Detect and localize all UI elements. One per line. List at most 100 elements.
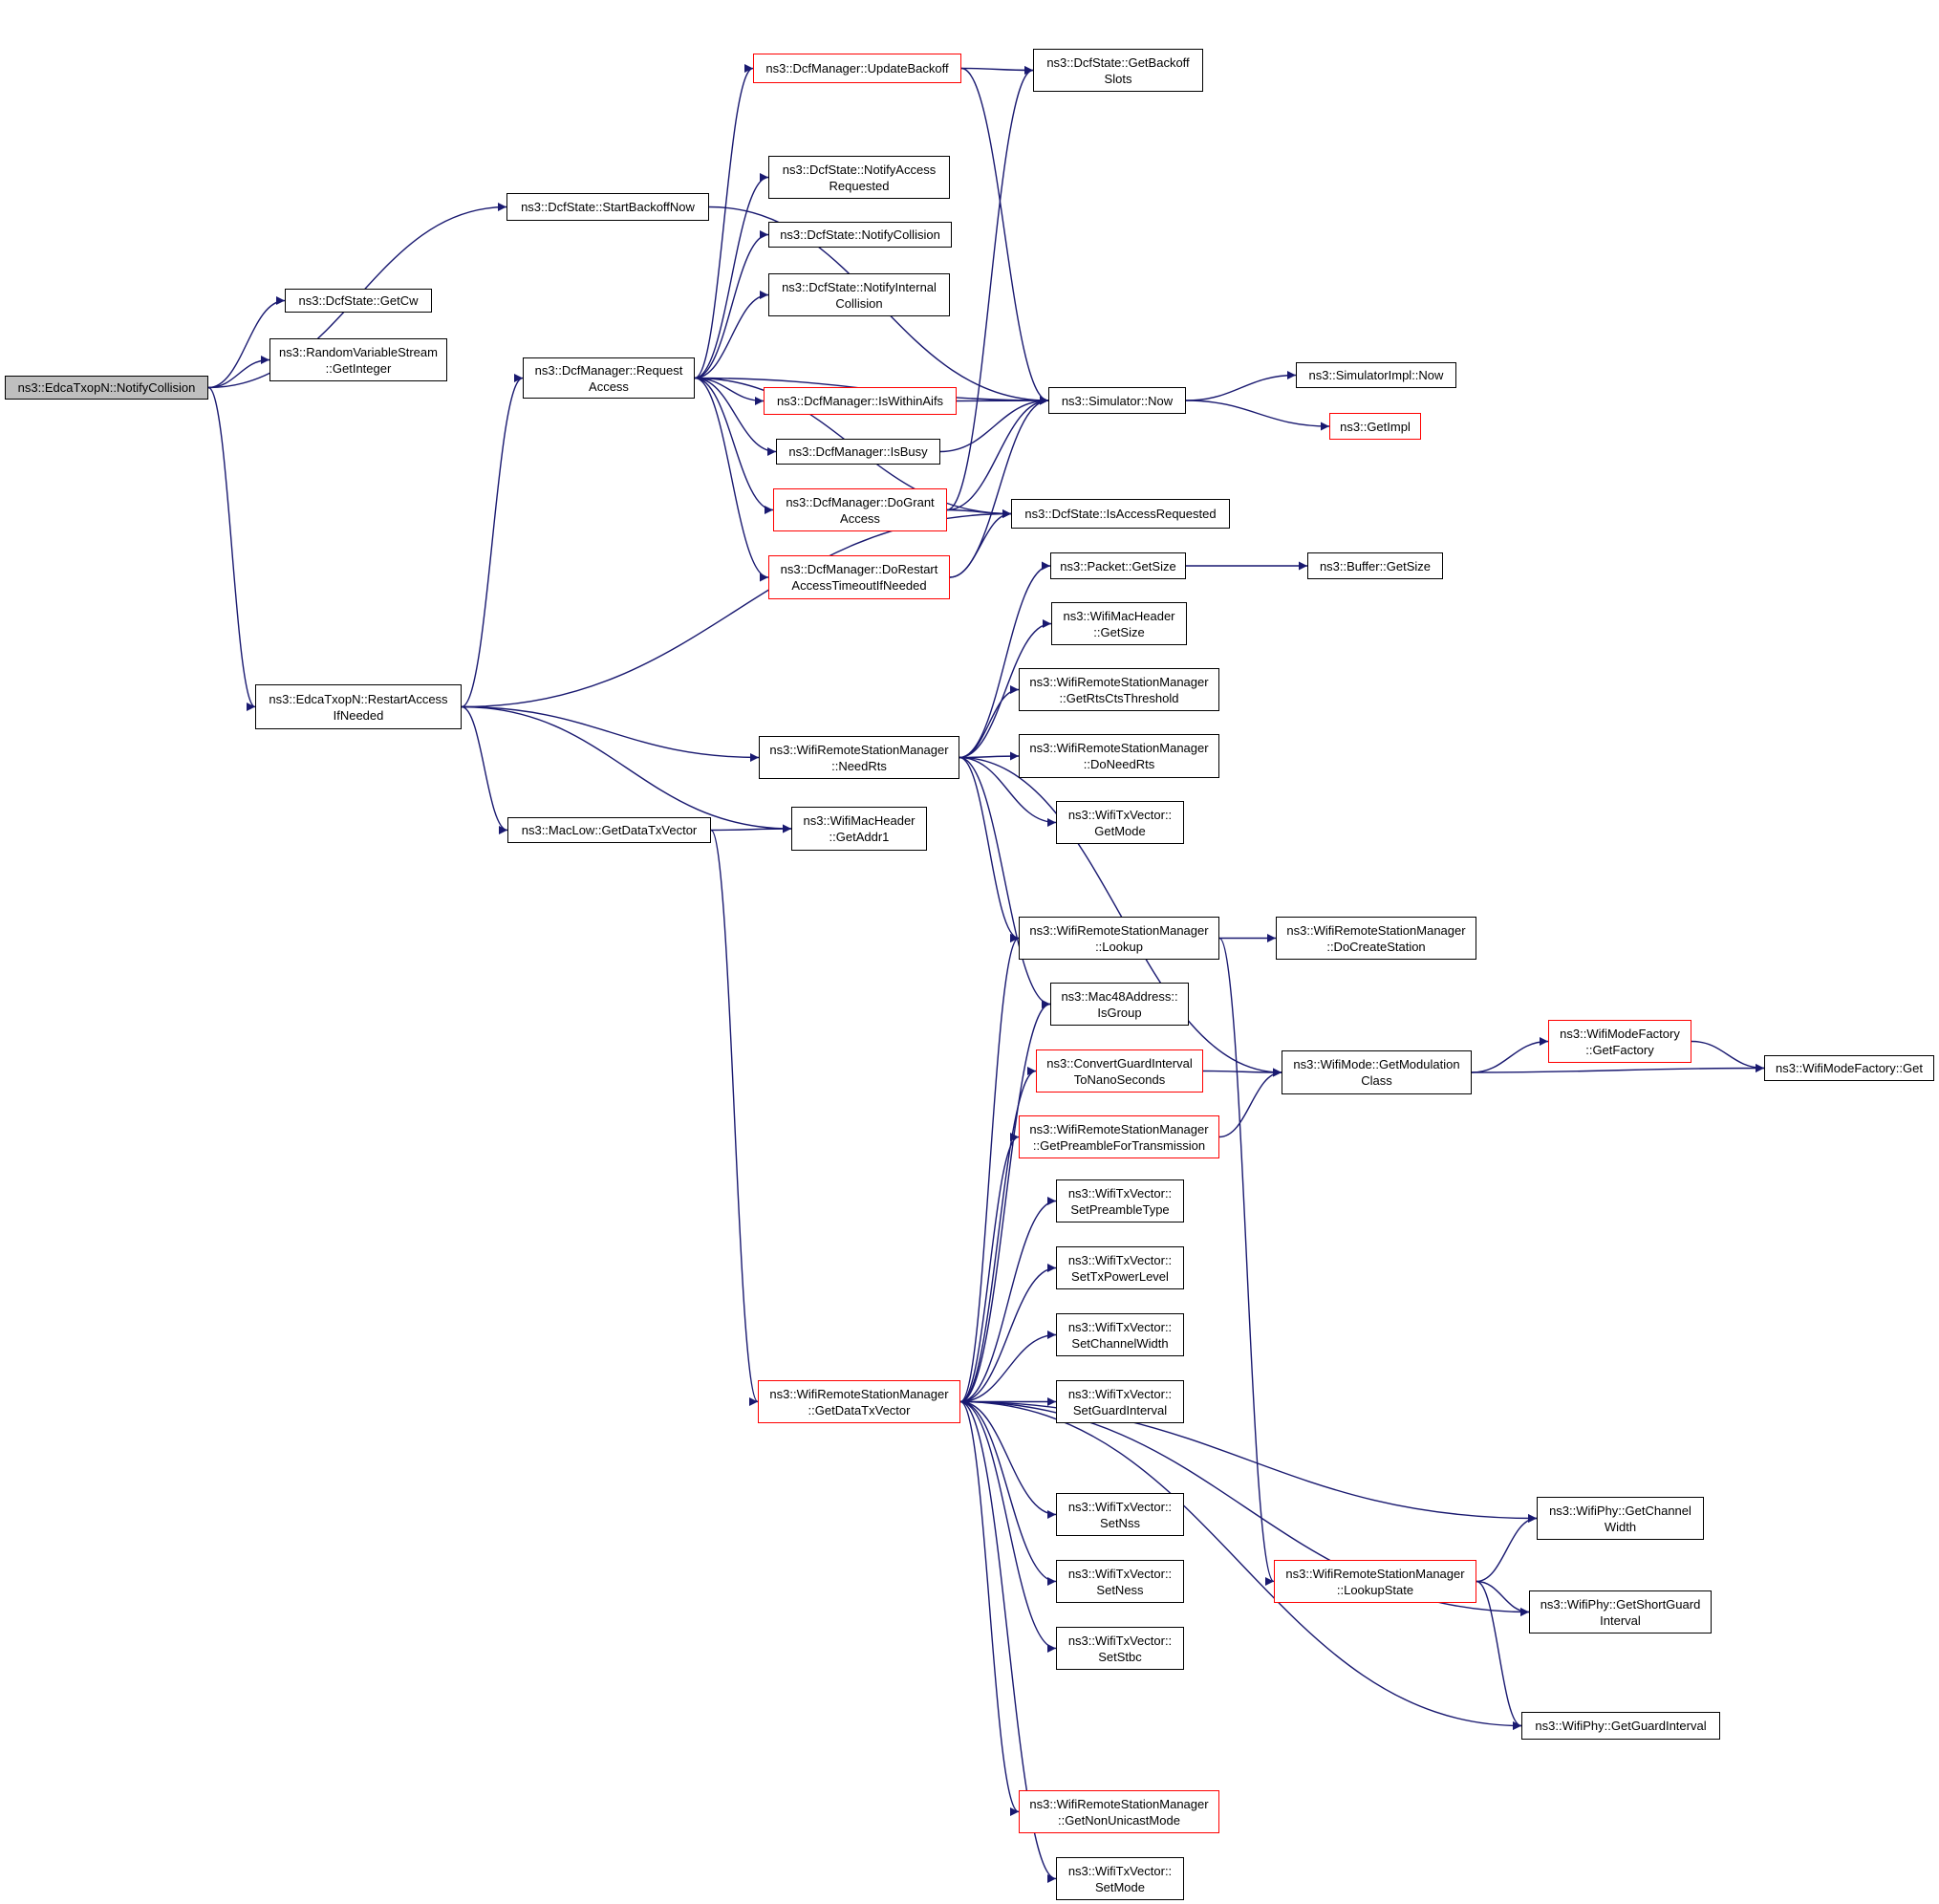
node-setnss[interactable]: ns3::WifiTxVector:: SetNss <box>1056 1493 1184 1536</box>
node-lookupstate[interactable]: ns3::WifiRemoteStationManager ::LookupSt… <box>1274 1560 1476 1603</box>
edge-needrts-to-getrtscts <box>959 685 1020 759</box>
edge-requestaccess-to-dorestart <box>694 377 769 582</box>
edge-wrsmgetdatatxvector-to-setness <box>959 1400 1057 1586</box>
node-setguardinterval[interactable]: ns3::WifiTxVector:: SetGuardInterval <box>1056 1380 1184 1423</box>
node-label: ns3::Buffer::GetSize <box>1319 558 1432 573</box>
node-getdatatxvector_maclow[interactable]: ns3::MacLow::GetDataTxVector <box>507 817 711 843</box>
edge-getmodclass-to-wmfgetfactory <box>1471 1037 1549 1073</box>
node-label: ns3::WifiPhy::GetChannel Width <box>1549 1503 1691 1534</box>
edge-wrsmgetdatatxvector-to-getnonunicastmode <box>959 1400 1020 1816</box>
node-getguardinterval[interactable]: ns3::WifiPhy::GetGuardInterval <box>1521 1712 1720 1740</box>
node-label: ns3::EdcaTxopN::NotifyCollision <box>17 380 196 395</box>
node-wmfget[interactable]: ns3::WifiModeFactory::Get <box>1764 1055 1934 1081</box>
node-phygetchannelwidth[interactable]: ns3::WifiPhy::GetChannel Width <box>1537 1497 1704 1540</box>
node-iswithinaifs[interactable]: ns3::DcfManager::IsWithinAifs <box>764 387 957 415</box>
node-setmode[interactable]: ns3::WifiTxVector:: SetMode <box>1056 1857 1184 1900</box>
node-convertgi[interactable]: ns3::ConvertGuardInterval ToNanoSeconds <box>1036 1049 1203 1093</box>
node-updatebackoff[interactable]: ns3::DcfManager::UpdateBackoff <box>753 54 961 83</box>
node-label: ns3::Mac48Address:: IsGroup <box>1061 988 1178 1020</box>
node-needrts[interactable]: ns3::WifiRemoteStationManager ::NeedRts <box>759 736 959 779</box>
edge-dograntaccess-to-simnow <box>946 396 1049 511</box>
edge-restartaccess-to-getdatatxvector_maclow <box>461 705 508 834</box>
edge-wrsmgetdatatxvector-to-setnss <box>959 1400 1057 1519</box>
node-setstbc[interactable]: ns3::WifiTxVector:: SetStbc <box>1056 1627 1184 1670</box>
node-label: ns3::DcfState::GetCw <box>298 293 419 308</box>
edge-requestaccess-to-dograntaccess <box>694 377 774 514</box>
node-getbackoffslots[interactable]: ns3::DcfState::GetBackoff Slots <box>1033 49 1203 92</box>
node-notifyinternalcollision[interactable]: ns3::DcfState::NotifyInternal Collision <box>768 273 950 316</box>
node-getinteger[interactable]: ns3::RandomVariableStream ::GetInteger <box>269 338 447 381</box>
node-setpreambletype[interactable]: ns3::WifiTxVector:: SetPreambleType <box>1056 1179 1184 1222</box>
edge-lookupstate-to-phygetchannelwidth <box>1476 1514 1538 1583</box>
node-machdrgetsize[interactable]: ns3::WifiMacHeader ::GetSize <box>1051 602 1187 645</box>
node-dograntaccess[interactable]: ns3::DcfManager::DoGrant Access <box>773 488 947 531</box>
edge-wrsmgetdatatxvector-to-setpreambletype <box>959 1197 1057 1403</box>
node-label: ns3::WifiPhy::GetShortGuard Interval <box>1540 1596 1701 1628</box>
node-label: ns3::DcfManager::Request Access <box>534 362 683 394</box>
node-setness[interactable]: ns3::WifiTxVector:: SetNess <box>1056 1560 1184 1603</box>
edge-requestaccess-to-isbusy <box>694 377 777 456</box>
node-label: ns3::WifiTxVector:: SetStbc <box>1067 1633 1173 1664</box>
edge-restartaccess-to-requestaccess <box>461 374 524 708</box>
edge-dograntaccess-to-getbackoffslots <box>946 66 1034 511</box>
node-getimpl[interactable]: ns3::GetImpl <box>1329 413 1421 440</box>
edge-dorestart-to-isaccessrequested <box>949 509 1012 578</box>
edge-updatebackoff-to-getbackoffslots <box>960 65 1034 75</box>
node-notifyaccessrequested[interactable]: ns3::DcfState::NotifyAccess Requested <box>768 156 950 199</box>
node-requestaccess[interactable]: ns3::DcfManager::Request Access <box>523 357 695 399</box>
edge-requestaccess-to-notifyaccessrequested <box>694 173 769 379</box>
node-label: ns3::DcfState::NotifyCollision <box>780 227 940 242</box>
node-label: ns3::DcfState::GetBackoff Slots <box>1046 54 1190 86</box>
node-simimplnow[interactable]: ns3::SimulatorImpl::Now <box>1296 362 1456 388</box>
edge-notifycollision-to-getinteger <box>207 356 270 389</box>
node-buffergetsize[interactable]: ns3::Buffer::GetSize <box>1307 552 1443 579</box>
edge-getpreamble-to-getmodclass <box>1218 1068 1282 1138</box>
node-restartaccess[interactable]: ns3::EdcaTxopN::RestartAccess IfNeeded <box>255 684 462 729</box>
node-label: ns3::DcfManager::DoGrant Access <box>786 494 935 526</box>
edge-needrts-to-txvgetmode <box>959 756 1057 827</box>
node-settxpowerlevel[interactable]: ns3::WifiTxVector:: SetTxPowerLevel <box>1056 1246 1184 1289</box>
node-packetgetsize[interactable]: ns3::Packet::GetSize <box>1050 552 1186 579</box>
edge-wrsmgetdatatxvector-to-lookup <box>959 934 1020 1403</box>
edge-getdatatxvector_maclow-to-wrsmgetdatatxvector <box>710 829 759 1406</box>
edge-notifycollision-to-restartaccess <box>207 386 256 711</box>
edge-requestaccess-to-updatebackoff <box>694 64 754 379</box>
node-label: ns3::WifiTxVector:: SetNess <box>1067 1566 1173 1597</box>
node-setchannelwidth[interactable]: ns3::WifiTxVector:: SetChannelWidth <box>1056 1313 1184 1356</box>
node-getnonunicastmode[interactable]: ns3::WifiRemoteStationManager ::GetNonUn… <box>1019 1790 1219 1833</box>
node-wmfgetfactory[interactable]: ns3::WifiModeFactory ::GetFactory <box>1548 1020 1691 1063</box>
edge-requestaccess-to-notifyinternalcollision <box>694 291 769 379</box>
node-label: ns3::WifiRemoteStationManager ::Lookup <box>1029 922 1209 954</box>
node-txvgetmode[interactable]: ns3::WifiTxVector:: GetMode <box>1056 801 1184 844</box>
node-simnow[interactable]: ns3::Simulator::Now <box>1048 387 1186 414</box>
node-label: ns3::WifiRemoteStationManager ::GetPream… <box>1029 1121 1209 1153</box>
node-isbusy[interactable]: ns3::DcfManager::IsBusy <box>776 439 940 465</box>
node-getaddr1[interactable]: ns3::WifiMacHeader ::GetAddr1 <box>791 807 927 851</box>
node-getshortgi[interactable]: ns3::WifiPhy::GetShortGuard Interval <box>1529 1590 1712 1634</box>
edge-wrsmgetdatatxvector-to-convertgi <box>959 1067 1037 1403</box>
node-getmodclass[interactable]: ns3::WifiMode::GetModulation Class <box>1282 1050 1472 1094</box>
node-getcw[interactable]: ns3::DcfState::GetCw <box>285 289 432 313</box>
node-dcfnotifycollision[interactable]: ns3::DcfState::NotifyCollision <box>768 222 952 248</box>
node-label: ns3::WifiRemoteStationManager ::GetNonUn… <box>1029 1796 1209 1828</box>
node-label: ns3::DcfState::NotifyAccess Requested <box>782 162 937 193</box>
node-isaccessrequested[interactable]: ns3::DcfState::IsAccessRequested <box>1011 499 1230 529</box>
node-wrsmgetdatatxvector[interactable]: ns3::WifiRemoteStationManager ::GetDataT… <box>758 1380 960 1423</box>
edge-wrsmgetdatatxvector-to-setstbc <box>959 1400 1057 1653</box>
node-isgroup[interactable]: ns3::Mac48Address:: IsGroup <box>1050 983 1189 1026</box>
node-lookup[interactable]: ns3::WifiRemoteStationManager ::Lookup <box>1019 917 1219 960</box>
edge-restartaccess-to-isaccessrequested <box>461 509 1012 708</box>
node-label: ns3::DcfState::StartBackoffNow <box>521 200 695 214</box>
node-getpreamble[interactable]: ns3::WifiRemoteStationManager ::GetPream… <box>1019 1115 1219 1158</box>
node-startbackoffnow[interactable]: ns3::DcfState::StartBackoffNow <box>506 193 709 221</box>
node-doneedrts[interactable]: ns3::WifiRemoteStationManager ::DoNeedRt… <box>1019 734 1219 778</box>
node-label: ns3::DcfState::IsAccessRequested <box>1024 507 1217 521</box>
node-docreatestation[interactable]: ns3::WifiRemoteStationManager ::DoCreate… <box>1276 917 1476 960</box>
node-getrtscts[interactable]: ns3::WifiRemoteStationManager ::GetRtsCt… <box>1019 668 1219 711</box>
node-label: ns3::GetImpl <box>1340 419 1411 434</box>
edge-requestaccess-to-dcfnotifycollision <box>694 230 769 379</box>
node-dorestart[interactable]: ns3::DcfManager::DoRestart AccessTimeout… <box>768 555 950 599</box>
edge-lookup-to-lookupstate <box>1218 937 1275 1586</box>
